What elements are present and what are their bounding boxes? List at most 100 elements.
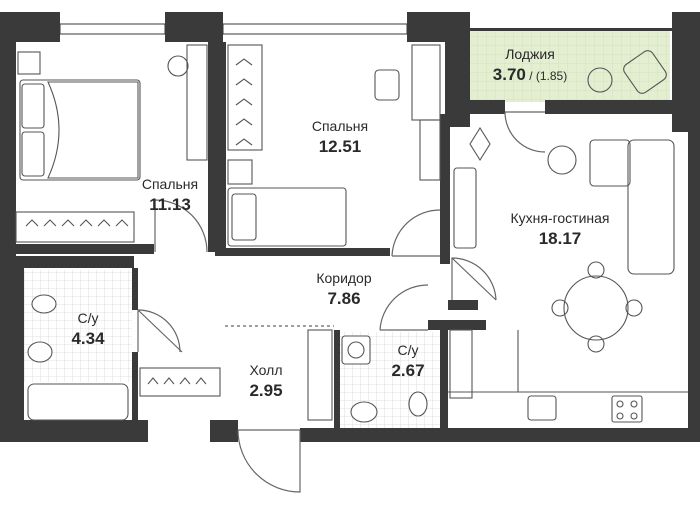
wall-bath1-left — [16, 268, 24, 423]
pillow-1a — [21, 83, 45, 129]
room-area: 4.34 — [71, 329, 105, 349]
wall-bath2-left — [334, 330, 340, 430]
room-label-bath1: С/у 4.34 — [56, 310, 120, 349]
washbasin-1 — [27, 341, 53, 363]
loggia-furniture — [587, 50, 667, 94]
room-area: 7.86 — [327, 289, 361, 309]
door-entrance — [237, 429, 301, 493]
wall-bottom-mid — [210, 420, 238, 442]
walls — [0, 12, 700, 442]
wall-bath1-right2 — [132, 352, 138, 422]
room-label-bedroom1: Спальня 11.13 — [128, 176, 212, 215]
kitchen-counter — [448, 330, 688, 393]
loggia-bottom-wall — [445, 100, 505, 114]
wall-kitchen-stub — [448, 300, 478, 310]
plant-kitchen — [469, 126, 491, 162]
chair-2 — [374, 69, 400, 101]
wall-bottom-left — [0, 420, 148, 442]
bed-2 — [227, 187, 347, 247]
room-label-corridor: Коридор 7.86 — [296, 270, 392, 309]
loggia-sub-area: (1.85) — [535, 69, 568, 84]
room-label-loggia: Лоджия 3.70 / (1.85) — [474, 46, 586, 85]
room-area: 11.13 — [149, 195, 191, 215]
room-name: С/у — [397, 342, 419, 358]
hall-furniture — [307, 329, 333, 421]
tv-unit — [453, 167, 477, 249]
wall-bed2-bottom — [215, 248, 390, 256]
room-area: 18.17 — [538, 229, 582, 249]
blanket-1 — [47, 81, 139, 179]
chair-left — [551, 299, 569, 317]
wall-bath1-top — [16, 256, 134, 268]
room-area: 12.51 — [318, 137, 362, 157]
sofa — [627, 139, 675, 275]
loggia-area: 3.70 — [492, 65, 526, 85]
loggia-armchair — [623, 50, 667, 94]
shelf-2 — [419, 119, 441, 181]
door-bed1 — [154, 199, 208, 253]
room-area: 2.67 — [391, 361, 425, 381]
desk-1 — [186, 44, 208, 161]
wall-bath1-right — [132, 268, 138, 310]
loggia-table — [587, 67, 613, 93]
shelf-bath2 — [449, 329, 473, 399]
chair-bottom — [587, 335, 605, 353]
wardrobe-corridor — [139, 367, 221, 397]
bath1-fixtures — [27, 294, 221, 421]
wall-bath2-top — [428, 320, 486, 330]
windows — [59, 23, 408, 35]
bedroom2-furniture — [227, 44, 441, 247]
loggia-top-line — [470, 28, 672, 31]
wall-bed1-bottom — [16, 244, 154, 254]
bath1-floor — [24, 270, 132, 382]
wall-top-mid2 — [407, 12, 445, 42]
wall-top-mid1 — [165, 12, 223, 42]
wall-left — [0, 12, 16, 442]
nightstand-1 — [17, 51, 41, 75]
door-loggia — [504, 111, 546, 153]
dining-table — [563, 275, 629, 341]
wall-bed1-bed2 — [208, 42, 226, 252]
pillow-1b — [21, 131, 45, 177]
window-bed2 — [222, 23, 408, 35]
room-name: Холл — [249, 362, 283, 378]
wall-right — [688, 120, 700, 442]
room-name: Коридор — [316, 270, 372, 286]
wardrobe-2 — [227, 44, 263, 151]
nightstand-2 — [227, 159, 253, 185]
sofa-seat — [589, 139, 631, 187]
coffee-table — [547, 145, 577, 175]
room-name: Спальня — [311, 118, 369, 134]
door-bath1 — [137, 309, 183, 353]
bath2-fixtures — [341, 329, 473, 423]
toilet-2 — [408, 391, 428, 417]
chair-right — [625, 299, 643, 317]
room-label-bedroom2: Спальня 12.51 — [298, 118, 382, 157]
room-name: Кухня-гостиная — [510, 210, 610, 226]
room-name: Лоджия — [505, 46, 555, 62]
loggia-bottom-wall2 — [545, 100, 700, 114]
wall-bath2-right — [440, 325, 448, 430]
kitchen-furniture — [448, 126, 688, 423]
room-area: 2.95 — [249, 381, 283, 401]
hangers-1 — [25, 219, 129, 227]
pillow-2 — [231, 193, 257, 241]
room-label-kitchen: Кухня-гостиная 18.17 — [494, 210, 626, 249]
washbasin-2 — [350, 401, 378, 423]
room-name: С/у — [77, 310, 99, 326]
wardrobe-1 — [15, 211, 135, 243]
door-bath2 — [379, 284, 429, 331]
hangers-corridor — [147, 377, 207, 385]
wall-bottom-right — [300, 428, 700, 442]
chair-top — [587, 261, 605, 279]
bedroom1-furniture — [15, 44, 208, 243]
room-label-hall: Холл 2.95 — [236, 362, 296, 401]
window-bed1 — [59, 23, 166, 35]
washing-machine — [341, 335, 371, 365]
bed-1 — [19, 79, 141, 181]
stove — [611, 395, 643, 423]
toilet-1 — [31, 294, 57, 314]
sink-kitchen — [527, 395, 557, 421]
doors — [137, 111, 546, 493]
room-area: 3.70 / (1.85) — [492, 65, 568, 85]
